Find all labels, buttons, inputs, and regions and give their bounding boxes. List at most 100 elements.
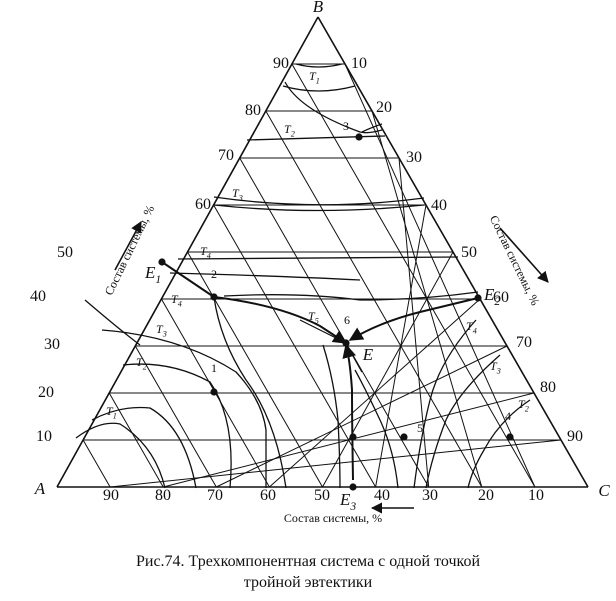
eutectic-label-e3: E3 xyxy=(339,490,356,513)
isotherm-label-t3-top: T3 xyxy=(232,186,243,202)
point-label-4: 4 xyxy=(505,409,511,423)
point-label-6: 6 xyxy=(344,313,350,327)
tick-bottom: 90 xyxy=(103,487,119,504)
isotherm-label-t4-top: T4 xyxy=(200,244,211,260)
tick-left: 10 xyxy=(36,428,52,445)
tick-right: 20 xyxy=(376,99,392,116)
grid-line-left xyxy=(213,204,377,488)
tick-right: 60 xyxy=(493,289,509,306)
isotherm-label-t2-left: T2 xyxy=(136,355,147,371)
isotherm-label-t2-top: T2 xyxy=(284,122,295,138)
eutectic-label-e: E xyxy=(362,345,374,364)
tick-right: 90 xyxy=(567,428,583,445)
vertex-label-a: A xyxy=(34,479,46,498)
composition-point-e1-inner xyxy=(210,293,218,301)
tick-right: 10 xyxy=(351,55,367,72)
tick-right: 30 xyxy=(406,149,422,166)
tick-left: 40 xyxy=(30,288,46,305)
grid-line-right xyxy=(322,251,454,488)
isotherm-near-e3-right xyxy=(354,369,399,489)
valley-e2-e xyxy=(348,297,479,341)
tick-right: 50 xyxy=(461,244,477,261)
grid-line-left xyxy=(265,110,483,488)
grid-line-right xyxy=(398,157,430,488)
grid-line-left xyxy=(82,439,111,488)
isotherm-t1-left xyxy=(91,406,197,489)
isotherm-t5 xyxy=(223,291,479,301)
tick-bottom: 30 xyxy=(422,487,438,504)
isotherm-t3-right xyxy=(425,354,501,489)
isotherm-label-t3-right: T3 xyxy=(490,359,501,375)
tick-left: 80 xyxy=(245,102,261,119)
eutectic-label-e2: E2 xyxy=(483,285,500,308)
isotherm-t4-right xyxy=(413,319,477,489)
isotherm-label-t4-right: T4 xyxy=(466,319,477,335)
isotherm-t3-top-b xyxy=(213,204,425,212)
isotherm-t4-top xyxy=(177,256,459,260)
tick-right: 40 xyxy=(431,197,447,214)
eutectic-point-e1 xyxy=(158,258,166,266)
isotherm-t1-top xyxy=(295,63,343,68)
tick-left: 70 xyxy=(218,147,234,164)
tick-left: 50 xyxy=(57,244,73,261)
tick-left: 90 xyxy=(273,55,289,72)
point-label-1: 1 xyxy=(211,361,217,375)
isotherm-label-t5: T5 xyxy=(308,309,319,325)
axis-title-bottom: Состав системы, % xyxy=(284,511,382,525)
tick-bottom: 60 xyxy=(260,487,276,504)
isotherm-point3 xyxy=(361,123,383,133)
isotherm-t2-right xyxy=(467,399,531,489)
tick-bottom: 70 xyxy=(207,487,223,504)
grid-line-left xyxy=(134,345,217,488)
tick-bottom: 80 xyxy=(155,487,171,504)
caption-line-2: тройной эвтектики xyxy=(243,574,373,591)
tick-bottom: 50 xyxy=(314,487,330,504)
tick-bottom: 40 xyxy=(374,487,390,504)
isotherm-t1-left-b xyxy=(75,422,166,489)
composition-point-3 xyxy=(355,133,363,141)
eutectic-point-e2 xyxy=(474,294,482,302)
vertex-label-c: C xyxy=(598,481,610,500)
point-label-5: 5 xyxy=(417,421,423,435)
isotherm-t3-left xyxy=(101,329,267,488)
composition-point-e3-upper xyxy=(349,433,357,441)
tick-left: 60 xyxy=(195,196,211,213)
isotherm-label-t1-top: T1 xyxy=(309,69,320,85)
isotherm-label-t1-left: T1 xyxy=(106,404,117,420)
grid-line-left xyxy=(239,157,430,488)
vertex-label-b: B xyxy=(313,0,324,16)
composition-point-5 xyxy=(400,433,408,441)
composition-point-1 xyxy=(210,388,218,396)
isotherm-t2-top-c xyxy=(284,81,383,134)
eutectic-label-e1: E1 xyxy=(144,263,161,286)
isotherm-t4-left xyxy=(84,299,141,346)
isotherm-label-t4-left: T4 xyxy=(171,292,182,308)
arrow-right-axis xyxy=(499,227,549,283)
isotherm-t3-top xyxy=(213,196,425,206)
point-label-3: 3 xyxy=(343,119,349,133)
grid-line-left xyxy=(108,392,164,488)
tick-left: 30 xyxy=(44,336,60,353)
isotherm-near-e3-left xyxy=(322,344,341,489)
liquidus-curves xyxy=(75,63,531,491)
isotherm-t4-top-b xyxy=(169,272,361,281)
isotherm-label-t3-left: T3 xyxy=(156,322,167,338)
isotherm-near-e1 xyxy=(213,296,287,489)
composition-point-4 xyxy=(506,433,514,441)
grid-line-right xyxy=(344,63,536,488)
point-label-2: 2 xyxy=(211,267,217,281)
eutectic-point-e xyxy=(342,339,350,347)
tick-bottom: 20 xyxy=(478,487,494,504)
isotherm-t2-left xyxy=(122,363,232,489)
grid-line-left xyxy=(187,251,323,488)
isotherm-t2-top xyxy=(246,135,386,141)
tick-left: 20 xyxy=(38,384,54,401)
diagram-labels: B A C 90 80 70 60 50 40 30 20 10 10 20 30 40 50 60 70 80 90 1… xyxy=(30,0,610,525)
axis-title-left: Состав системы, % xyxy=(102,203,158,297)
valley-e1-e xyxy=(161,261,348,344)
grid-line-left xyxy=(291,63,536,488)
caption-line-1: Рис.74. Трехкомпонентная система с одной… xyxy=(135,553,481,570)
arrow-left-axis xyxy=(114,221,142,271)
figure-caption: Рис.74. Трехкомпонентная система с одной… xyxy=(0,551,616,593)
